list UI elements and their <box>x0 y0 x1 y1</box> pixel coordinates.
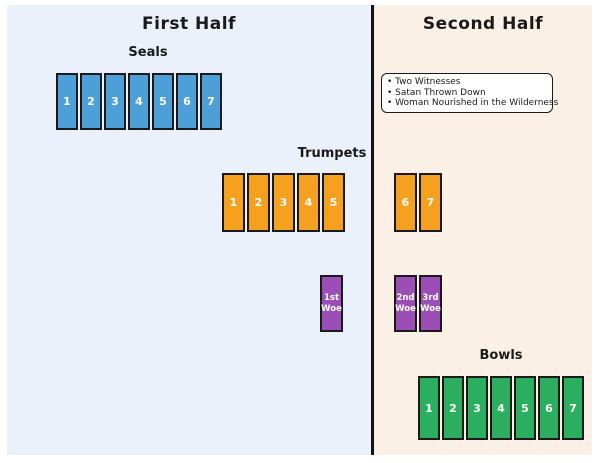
trumpet-box: 5 <box>322 173 345 232</box>
trumpet-box: 1 <box>222 173 245 232</box>
woe-box: 1st Woe <box>320 275 343 332</box>
seal-box: 7 <box>200 73 222 130</box>
bowl-box: 3 <box>466 376 488 440</box>
second-half-title: Second Half <box>422 14 544 34</box>
woe-box: 2nd Woe <box>394 275 417 332</box>
halves-divider-line <box>371 5 374 455</box>
seal-box: 5 <box>152 73 174 130</box>
bowl-box: 7 <box>562 376 584 440</box>
bowl-box: 6 <box>538 376 560 440</box>
first-half-title: First Half <box>142 14 236 34</box>
woe-box: 3rd Woe <box>419 275 442 332</box>
seal-box: 1 <box>56 73 78 130</box>
seal-box: 2 <box>80 73 102 130</box>
seals-label: Seals <box>128 45 168 60</box>
bowl-box: 5 <box>514 376 536 440</box>
bowl-box: 1 <box>418 376 440 440</box>
second-half-legend-box: • Two Witnesses• Satan Thrown Down• Woma… <box>381 73 559 113</box>
trumpet-box: 3 <box>272 173 295 232</box>
trumpet-box: 6 <box>394 173 417 232</box>
trumpet-box: 2 <box>247 173 270 232</box>
seal-box: 3 <box>104 73 126 130</box>
legend-item: • Woman Nourished in the Wilderness <box>387 98 559 109</box>
bowl-box: 4 <box>490 376 512 440</box>
trumpets-label: Trumpets <box>297 146 367 161</box>
legend-item: • Two Witnesses <box>387 77 461 87</box>
bowls-label: Bowls <box>479 348 523 363</box>
trumpet-box: 4 <box>297 173 320 232</box>
seal-box: 6 <box>176 73 198 130</box>
legend-item: • Satan Thrown Down <box>387 87 486 98</box>
seal-box: 4 <box>128 73 150 130</box>
bowl-box: 2 <box>442 376 464 440</box>
woes-first-half-group: 1st Woe <box>320 275 343 332</box>
trumpet-box: 7 <box>419 173 442 232</box>
